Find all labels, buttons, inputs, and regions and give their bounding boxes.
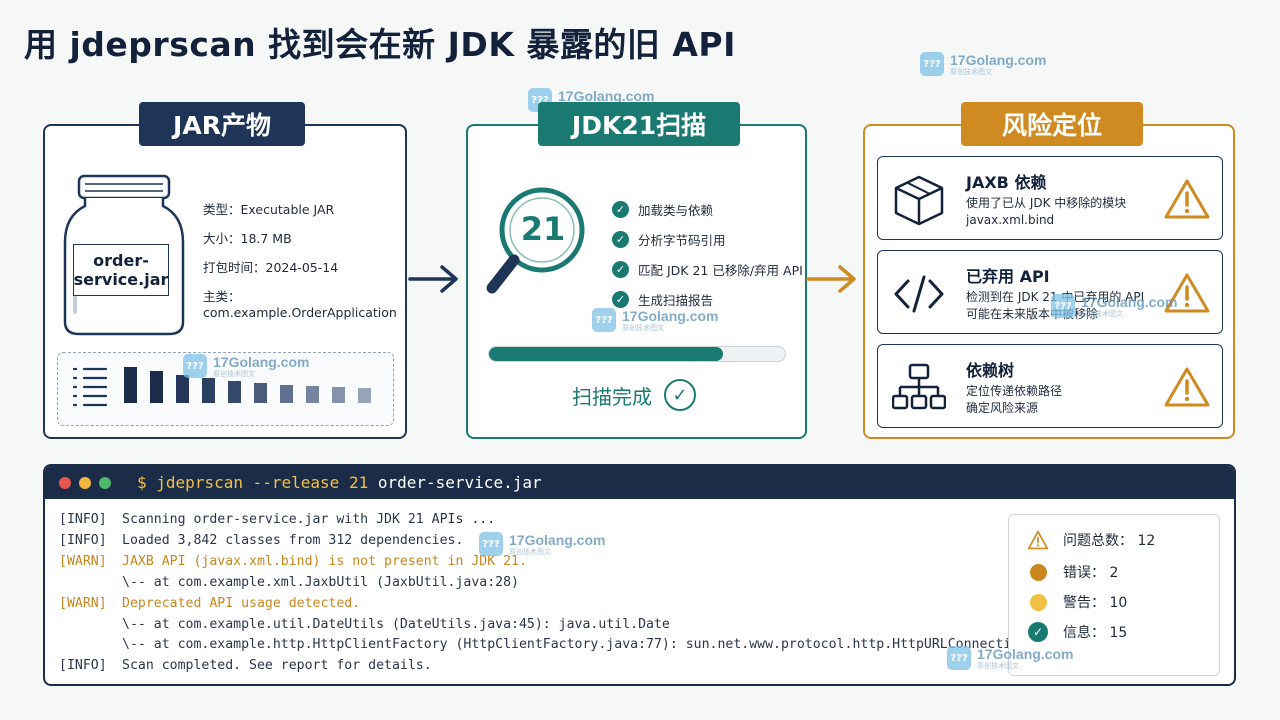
maximize-dot-icon[interactable] bbox=[99, 476, 111, 489]
terminal-line: [WARN] JAXB API (javax.xml.bind) is not p… bbox=[59, 552, 1027, 573]
risk-item-title: 已弃用 API bbox=[966, 267, 1050, 286]
jar-panel: JAR产物 order- service.jar 类型：Executable J… bbox=[43, 102, 407, 439]
scan-status-label: 扫描完成 bbox=[572, 384, 652, 409]
terminal-line: \-- at com.example.xml.JaxbUtil (JaxbUti… bbox=[59, 573, 1027, 594]
terminal-output: [INFO] Scanning order-service.jar with JD… bbox=[59, 510, 1027, 677]
terminal-line: [INFO] Scanning order-service.jar with JD… bbox=[59, 510, 1027, 531]
warning-dot-icon bbox=[1027, 591, 1049, 613]
watermark-logo-icon: ??? bbox=[1051, 294, 1075, 318]
warning-icon bbox=[1164, 367, 1210, 407]
watermark-logo-icon: ??? bbox=[183, 354, 207, 378]
watermark-logo-icon: ??? bbox=[947, 646, 971, 670]
terminal-window: $ jdeprscan --release 21 order-service.j… bbox=[43, 464, 1236, 686]
check-circle-icon: ✓ bbox=[664, 379, 696, 411]
code-icon bbox=[894, 275, 944, 313]
arrow-right-icon bbox=[806, 265, 856, 293]
watermark-logo-icon: ??? bbox=[592, 308, 616, 332]
jdk-version-badge: 21 bbox=[520, 210, 566, 248]
scan-stats-panel: 问题总数： 12 错误： 2 警告： 10 ✓ 信息： 15 bbox=[1008, 514, 1220, 676]
package-icon bbox=[894, 175, 944, 226]
jar-panel-heading: JAR产物 bbox=[139, 102, 305, 146]
scan-panel-heading: JDK21扫描 bbox=[538, 102, 740, 146]
log-text: \-- at com.example.util.DateUtils (DateU… bbox=[122, 616, 670, 632]
log-text: Scan completed. See report for details. bbox=[122, 658, 432, 674]
scan-progress-bar bbox=[488, 346, 786, 362]
watermark-logo-icon: ??? bbox=[479, 532, 503, 556]
scan-steps-list: ✓加载类与依赖 ✓分析字节码引用 ✓匹配 JDK 21 已移除/弃用 API ✓… bbox=[612, 194, 803, 314]
log-text: Loaded 3,842 classes from 312 dependenci… bbox=[122, 532, 464, 548]
risk-item-desc: 定位传递依赖路径 确定风险来源 bbox=[966, 384, 1063, 416]
jar-info-date: 打包时间：2024-05-14 bbox=[203, 260, 339, 275]
scan-step: ✓分析字节码引用 bbox=[612, 224, 803, 254]
terminal-command: $ jdeprscan --release 21 order-service.j… bbox=[137, 473, 542, 492]
jar-filename-label: order- service.jar bbox=[73, 244, 169, 296]
risk-panel-heading: 风险定位 bbox=[961, 102, 1143, 146]
close-dot-icon[interactable] bbox=[59, 476, 71, 489]
stat-info: ✓ 信息： 15 bbox=[1027, 621, 1127, 643]
log-level: [INFO] bbox=[59, 532, 107, 548]
tree-icon bbox=[892, 363, 946, 410]
check-icon: ✓ bbox=[612, 260, 629, 278]
watermark-logo-icon: ??? bbox=[920, 52, 944, 76]
risk-item-desc: 使用了已从 JDK 中移除的模块 javax.xml.bind bbox=[966, 196, 1127, 228]
scan-step: ✓匹配 JDK 21 已移除/弃用 API bbox=[612, 254, 803, 284]
stat-total: 问题总数： 12 bbox=[1027, 529, 1155, 551]
log-text: Deprecated API usage detected. bbox=[122, 595, 361, 611]
risk-item-title: 依赖树 bbox=[966, 361, 1015, 380]
arrow-right-icon bbox=[408, 265, 458, 293]
risk-panel: 风险定位 JAXB 依赖 使用了已从 JDK 中移除的模块 javax.xml.… bbox=[863, 102, 1235, 439]
risk-item-deprecated: 已弃用 API 检测到在 JDK 21 中已弃用的 API 可能在未来版本中被移… bbox=[877, 250, 1223, 334]
warning-icon bbox=[1164, 179, 1210, 219]
stat-warnings: 警告： 10 bbox=[1027, 591, 1127, 613]
magnifier-icon bbox=[486, 187, 585, 294]
class-strip bbox=[57, 352, 394, 426]
page-title: 用 jdeprscan 找到会在新 JDK 暴露的旧 API bbox=[24, 25, 736, 64]
log-text: JAXB API (javax.xml.bind) is not present… bbox=[122, 553, 527, 569]
scan-step: ✓加载类与依赖 bbox=[612, 194, 803, 224]
log-level: [INFO] bbox=[59, 512, 107, 527]
scan-status: 扫描完成 ✓ bbox=[572, 379, 696, 411]
jar-info-list: 类型：Executable JAR 大小：18.7 MB 打包时间：2024-0… bbox=[203, 199, 405, 320]
jar-info-size: 大小：18.7 MB bbox=[203, 231, 292, 246]
scan-progress-fill bbox=[489, 347, 723, 361]
terminal-line: [WARN] Deprecated API usage detected. bbox=[59, 594, 1027, 615]
minimize-dot-icon[interactable] bbox=[79, 476, 91, 489]
check-icon: ✓ bbox=[612, 290, 629, 308]
scan-panel: JDK21扫描 21 ✓加载类与依赖 ✓分析字节码引用 ✓匹配 JDK 21 已… bbox=[466, 102, 807, 439]
terminal-line: \-- at com.example.http.HttpClientFactor… bbox=[59, 635, 1027, 656]
info-check-icon: ✓ bbox=[1027, 621, 1049, 643]
terminal-line: [INFO] Scan completed. See report for det… bbox=[59, 656, 1027, 677]
log-level: [WARN] bbox=[59, 595, 107, 611]
log-level: [WARN] bbox=[59, 553, 107, 569]
log-text: Scanning order-service.jar with JDK 21 A… bbox=[122, 512, 496, 527]
terminal-line: [INFO] Loaded 3,842 classes from 312 depe… bbox=[59, 531, 1027, 552]
terminal-line: \-- at com.example.util.DateUtils (DateU… bbox=[59, 615, 1027, 636]
risk-item-title: JAXB 依赖 bbox=[966, 173, 1047, 192]
risk-item-jaxb: JAXB 依赖 使用了已从 JDK 中移除的模块 javax.xml.bind bbox=[877, 156, 1223, 240]
risk-item-dependency-tree: 依赖树 定位传递依赖路径 确定风险来源 bbox=[877, 344, 1223, 428]
terminal-titlebar: $ jdeprscan --release 21 order-service.j… bbox=[45, 466, 1234, 499]
scan-step: ✓生成扫描报告 bbox=[612, 284, 803, 314]
jar-info-main-class: 主类：com.example.OrderApplication bbox=[203, 289, 397, 320]
class-bars-icon bbox=[72, 367, 371, 407]
warning-icon bbox=[1164, 273, 1210, 313]
log-text: \-- at com.example.xml.JaxbUtil (JaxbUti… bbox=[122, 574, 519, 590]
jar-info-type: 类型：Executable JAR bbox=[203, 202, 335, 217]
log-text: \-- at com.example.http.HttpClientFactor… bbox=[122, 637, 1028, 653]
warning-icon bbox=[1027, 529, 1049, 551]
check-icon: ✓ bbox=[612, 200, 629, 218]
log-level: [INFO] bbox=[59, 658, 107, 674]
error-dot-icon bbox=[1027, 561, 1049, 583]
check-icon: ✓ bbox=[612, 230, 629, 248]
stat-errors: 错误： 2 bbox=[1027, 561, 1118, 583]
